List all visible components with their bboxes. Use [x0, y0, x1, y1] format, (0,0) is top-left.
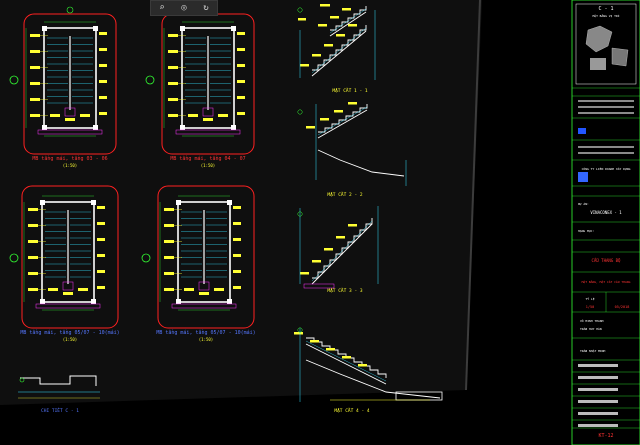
globe-icon[interactable]: ◎: [181, 3, 187, 13]
company-logo: [578, 128, 586, 134]
key-plan-subtitle: MẶT BẰNG VỊ TRÍ: [592, 13, 619, 18]
project-label: DỰ ÁN:: [578, 201, 589, 206]
approver-name: TRẦN NHẬT MINH: [580, 348, 605, 353]
plan-2-drawing: [163, 21, 245, 137]
refresh-icon[interactable]: ↻: [203, 3, 209, 13]
plan-1-scale: (1:50): [63, 163, 77, 168]
sheet-edge: [465, 0, 481, 391]
item-label: HẠNG MỤC:: [578, 229, 594, 233]
key-plan-frame: [575, 3, 637, 85]
drawing-name: CẦU THANG BỘ: [592, 258, 621, 263]
date-value: 05/2018: [615, 305, 630, 309]
plan-4-scale: (1:50): [199, 337, 213, 342]
section-4-caption: MẶT CẮT 4 - 4: [334, 407, 370, 414]
plan-4-drawing: [159, 195, 241, 311]
key-plan-title: C - 1: [598, 6, 613, 12]
plan-2-caption: MB tầng mái, tầng 04 - 07: [170, 155, 245, 162]
detail-c1: CHI TIẾT C - 1: [18, 375, 100, 414]
scale-label: TỶ LỆ: [585, 296, 594, 301]
plan-4-caption: MB tầng mái, tầng 05/07 - 10(mái): [156, 329, 255, 336]
plan-3-caption: MB tầng mái, tầng 05/07 - 10(mái): [20, 329, 119, 336]
scale-value: 1/50: [586, 305, 594, 309]
search-icon[interactable]: ⌕: [159, 3, 165, 13]
designer-name: VÕ MINH THANH: [580, 318, 604, 323]
stair-sections: [294, 4, 443, 402]
project-name: VINACONEX - 1: [590, 210, 622, 215]
checker-name: TRẦN HUY HÀN: [580, 326, 602, 331]
plan-2-scale: (1:50): [201, 163, 215, 168]
section-3-caption: MẶT CẮT 3 - 3: [327, 287, 363, 294]
section-1-caption: MẶT CẮT 1 - 1: [332, 87, 368, 94]
key-plan-sketch: [585, 25, 629, 70]
plan-3[interactable]: MB tầng mái, tầng 05/07 - 10(mái) (1:50): [20, 185, 120, 342]
paper-area: [0, 0, 482, 405]
plan-4[interactable]: MB tầng mái, tầng 05/07 - 10(mái) (1:50): [156, 185, 256, 342]
drawing-subtitle: MẶT BẰNG, MẶT CẮT CẦU THANG: [582, 279, 631, 284]
section-2-caption: MẶT CẮT 2 - 2: [327, 191, 363, 198]
plan-1-drawing: [25, 21, 107, 137]
plan-1[interactable]: MB tầng mái, tầng 03 - 06 (1:50): [23, 13, 117, 168]
view-toolbar: ⌕ ◎ ↻: [150, 0, 218, 16]
plan-3-scale: (1:50): [63, 337, 77, 342]
title-block-rows: [572, 87, 640, 429]
company-name: CÔNG TY LIÊN DOANH XÂY DỰNG: [582, 166, 631, 171]
plan-1-caption: MB tầng mái, tầng 03 - 06: [32, 155, 107, 162]
sheet-number: KT-12: [598, 433, 613, 439]
plan-3-drawing: [23, 195, 105, 311]
detail-caption: CHI TIẾT C - 1: [41, 406, 79, 414]
contractor-logo: [578, 172, 588, 182]
title-block[interactable]: C - 1 MẶT BẰNG VỊ TRÍ CÔNG TY LIÊN DOANH…: [571, 0, 640, 445]
